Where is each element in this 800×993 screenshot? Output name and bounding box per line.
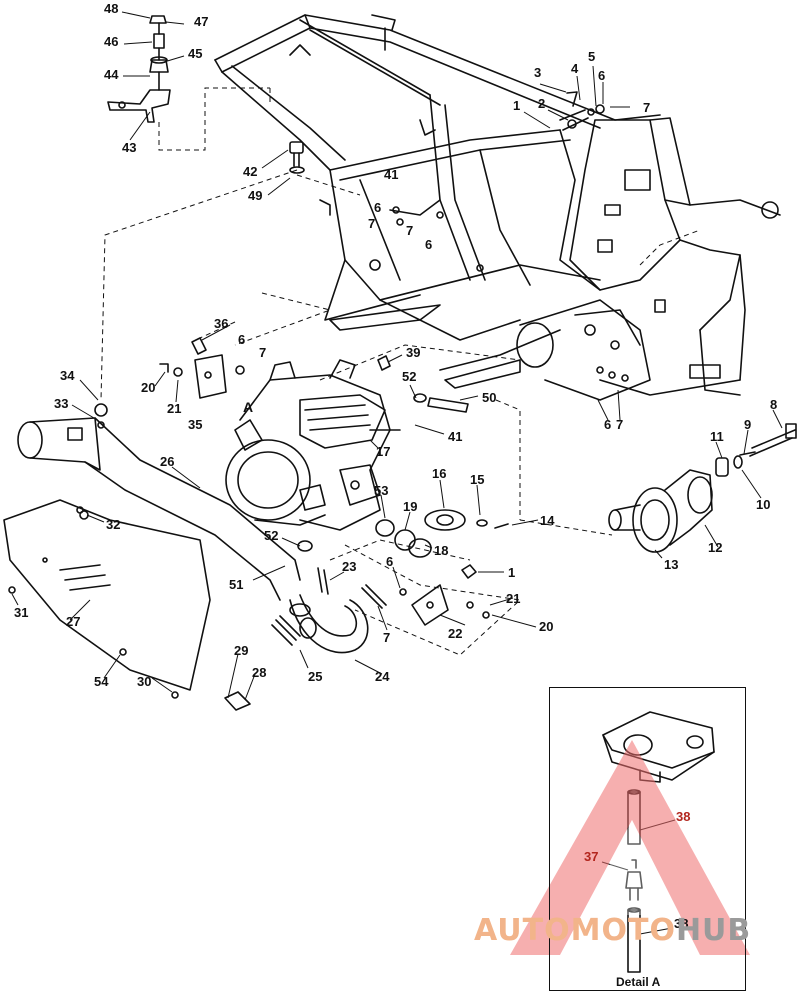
callout-31: 31 <box>14 605 29 620</box>
muffler <box>3 417 301 691</box>
detail-a-box <box>549 687 746 991</box>
callout-7: 7 <box>643 100 651 115</box>
callout-7: 7 <box>406 223 414 238</box>
callout-13: 13 <box>664 557 679 572</box>
callout-52: 52 <box>264 528 279 543</box>
callout-36: 36 <box>214 316 229 331</box>
callout-34: 34 <box>60 368 75 383</box>
exhaust-flange <box>424 509 509 531</box>
callout-33: 33 <box>54 396 69 411</box>
callout-48: 48 <box>104 1 119 16</box>
callout-7: 7 <box>616 417 624 432</box>
callout-27: 27 <box>66 614 81 629</box>
callout-43: 43 <box>122 140 137 155</box>
callout-6: 6 <box>374 200 382 215</box>
watermark-auto: AUTO <box>474 913 571 948</box>
callout-16: 16 <box>432 466 447 481</box>
hardware <box>8 91 605 711</box>
callout-9: 9 <box>744 417 752 432</box>
callout-7: 7 <box>368 216 376 231</box>
callout-44: 44 <box>104 67 119 82</box>
callout-21: 21 <box>506 591 521 606</box>
detail-a-title: Detail A <box>616 975 661 989</box>
callout-6: 6 <box>425 237 433 252</box>
callout-20: 20 <box>141 380 156 395</box>
callout-11: 11 <box>710 429 724 444</box>
intake-clamps <box>375 519 432 558</box>
callout-46: 46 <box>104 34 119 49</box>
watermark-logo <box>510 740 750 955</box>
bracket-35 <box>191 337 227 399</box>
callout-41: 41 <box>448 429 463 444</box>
callout-51: 51 <box>229 577 244 592</box>
callout-24: 24 <box>375 669 390 684</box>
exhaust-pipe <box>271 567 387 654</box>
callout-5: 5 <box>588 49 596 64</box>
callout-1: 1 <box>508 565 516 580</box>
callout-42: 42 <box>243 164 258 179</box>
callout-29: 29 <box>234 643 249 658</box>
callout-54: 54 <box>94 674 109 689</box>
callout-47: 47 <box>194 14 209 29</box>
watermark-hub: HUB <box>675 913 752 948</box>
callout-19: 19 <box>403 499 418 514</box>
callout-2: 2 <box>538 96 546 111</box>
callout-14: 14 <box>540 513 555 528</box>
callout-4: 4 <box>571 61 579 76</box>
callout-1: 1 <box>513 98 521 113</box>
callout-18: 18 <box>434 543 449 558</box>
callout-17: 17 <box>376 444 391 459</box>
callout-50: 50 <box>482 390 497 405</box>
callout-53: 53 <box>374 483 389 498</box>
callout-6: 6 <box>386 554 394 569</box>
callout-32: 32 <box>106 517 121 532</box>
watermark-moto: MOTO <box>570 913 676 948</box>
callout-38: 38 <box>674 916 689 931</box>
engine <box>225 359 401 531</box>
callout-37: 37 <box>584 849 599 864</box>
callout-41: 41 <box>384 167 399 182</box>
engine-label-a: A <box>243 399 254 415</box>
callout-6: 6 <box>238 332 246 347</box>
callout-21: 21 <box>167 401 182 416</box>
callout-25: 25 <box>308 669 323 684</box>
grommet-42-49 <box>289 141 305 174</box>
callout-3: 3 <box>534 65 542 80</box>
callout-52: 52 <box>402 369 417 384</box>
frame <box>214 14 781 401</box>
callout-35: 35 <box>188 417 203 432</box>
callout-6: 6 <box>598 68 606 83</box>
callout-15: 15 <box>470 472 485 487</box>
callout-38: 38 <box>676 809 691 824</box>
callout-23: 23 <box>342 559 357 574</box>
callout-26: 26 <box>160 454 175 469</box>
callout-7: 7 <box>383 630 391 645</box>
engine-mount-stack <box>107 15 171 123</box>
callout-20: 20 <box>539 619 554 634</box>
callout-45: 45 <box>188 46 203 61</box>
leader-lines <box>100 87 701 656</box>
callout-7: 7 <box>259 345 267 360</box>
callout-49: 49 <box>248 188 263 203</box>
callout-6: 6 <box>604 417 612 432</box>
callout-28: 28 <box>252 665 267 680</box>
callout-39: 39 <box>406 345 421 360</box>
callout-22: 22 <box>448 626 463 641</box>
callout-12: 12 <box>708 540 723 555</box>
callout-10: 10 <box>756 497 771 512</box>
callout-30: 30 <box>137 674 152 689</box>
front-hub <box>608 423 797 553</box>
bracket-22 <box>411 564 477 626</box>
watermark-text: AUTOMOTOHUB <box>474 913 751 948</box>
callout-8: 8 <box>770 397 778 412</box>
